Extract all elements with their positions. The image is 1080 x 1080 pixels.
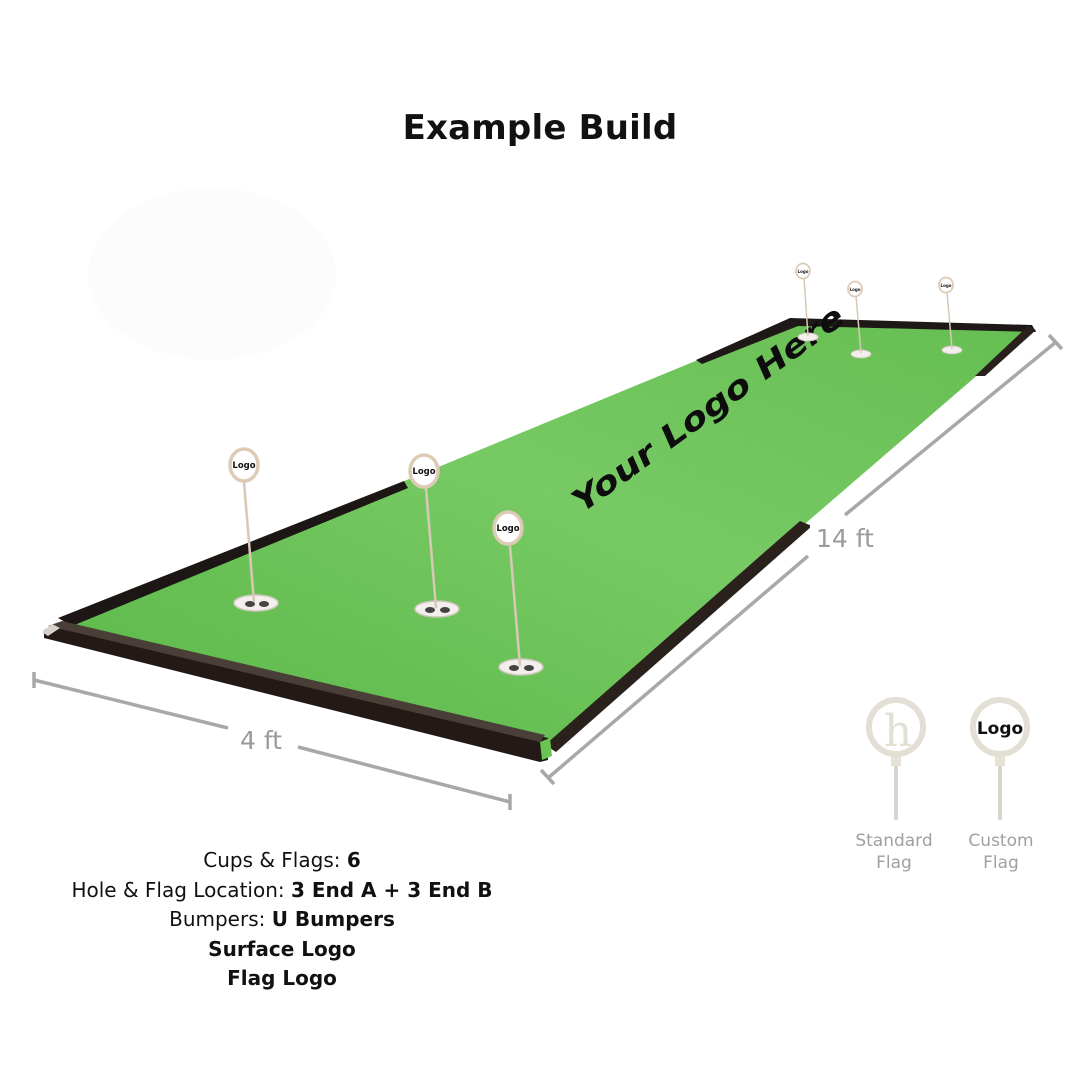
custom-flag-caption-line1: Custom (968, 831, 1034, 851)
spec-surface-logo: Surface Logo (40, 935, 524, 965)
spec-flag-logo: Flag Logo (40, 964, 524, 994)
flag-logo-text: Logo (941, 283, 952, 288)
dimension-4ft-line (32, 672, 512, 810)
spec-bumpers: Bumpers: U Bumpers (40, 905, 524, 935)
flag-logo-text: Logo (496, 524, 519, 534)
flag-logo-text: Logo (232, 461, 255, 471)
custom-flag-glyph: Logo (977, 719, 1023, 739)
spec-location: Hole & Flag Location: 3 End A + 3 End B (40, 876, 524, 906)
flag-end-a-3: Logo (492, 510, 544, 676)
flag-end-b-1: Logo (795, 262, 819, 342)
build-specs: Cups & Flags: 6 Hole & Flag Location: 3 … (40, 846, 524, 994)
spec-flag-logo-text: Flag Logo (227, 966, 337, 991)
standard-flag-caption-line2: Flag (876, 853, 912, 873)
flag-logo-text: Logo (798, 269, 809, 274)
custom-flag-caption: Custom Flag (946, 830, 1056, 874)
standard-flag-icon: h (866, 697, 926, 820)
standard-flag-glyph: h (884, 706, 912, 757)
spec-location-label: Hole & Flag Location: (71, 877, 291, 902)
spec-cups-value: 6 (346, 848, 361, 872)
length-dimension-label: 14 ft (810, 524, 880, 553)
page-title: Example Build (402, 108, 678, 148)
dimension-14ft-line (539, 333, 1064, 786)
faint-background-blob (88, 188, 336, 360)
flag-end-a-1: Logo (228, 447, 279, 612)
spec-surface-logo-text: Surface Logo (208, 936, 356, 961)
flag-end-b-3: Logo (938, 276, 963, 355)
spec-bumpers-value: U Bumpers (271, 907, 395, 932)
flag-end-a-2: Logo (408, 453, 460, 618)
standard-flag-caption-line1: Standard (855, 831, 933, 851)
width-dimension-label: 4 ft (234, 726, 289, 755)
spec-cups-label: Cups & Flags: (203, 848, 347, 872)
flag-logo-text: Logo (412, 467, 435, 477)
spec-location-value: 3 End A + 3 End B (290, 877, 493, 902)
turf-surface (62, 320, 1032, 748)
flag-logo-text: Logo (850, 287, 861, 292)
flag-end-b-2: Logo (847, 280, 872, 359)
spec-bumpers-label: Bumpers: (169, 907, 272, 932)
standard-flag-caption: Standard Flag (839, 830, 949, 874)
custom-flag-caption-line2: Flag (983, 853, 1019, 873)
spec-cups: Cups & Flags: 6 (40, 846, 524, 876)
custom-flag-icon: Logo (970, 697, 1030, 820)
